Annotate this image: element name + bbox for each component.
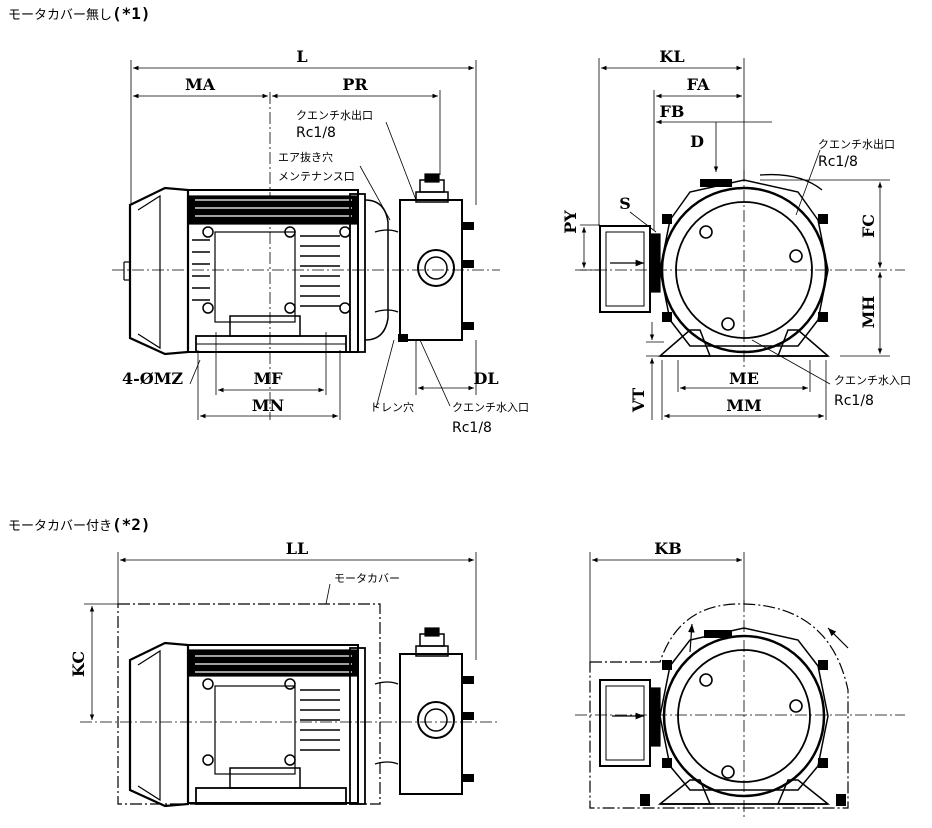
dim-mh: MH bbox=[859, 296, 878, 329]
labels-side-with-cover: LL KC モータカバー bbox=[69, 539, 400, 677]
end-view-with-cover bbox=[575, 600, 905, 820]
dims-end-with-cover bbox=[589, 552, 745, 662]
heading-without-cover: モータカバー無し(*1) bbox=[8, 4, 151, 23]
dim-ma: MA bbox=[185, 75, 216, 94]
dim-ll: LL bbox=[286, 539, 309, 558]
dim-dl: DL bbox=[473, 369, 498, 388]
dims-side-no-cover bbox=[130, 60, 477, 420]
dim-fa: FA bbox=[687, 75, 710, 94]
dim-kb: KB bbox=[654, 539, 681, 558]
note-motor-cover: モータカバー bbox=[334, 572, 400, 585]
heading-with-cover: モータカバー付き(*2) bbox=[8, 515, 151, 534]
dim-mm: MM bbox=[726, 396, 761, 415]
dim-mz: 4-ØMZ bbox=[122, 369, 183, 388]
note-maint: メンテナンス口 bbox=[278, 170, 355, 183]
note-rc-out-end: Rc1/8 bbox=[818, 154, 858, 170]
heading-with-cover-text: モータカバー付き bbox=[8, 519, 113, 534]
side-view-no-cover bbox=[112, 92, 500, 420]
note-quench-out-end: クエンチ水出口 bbox=[818, 137, 895, 151]
note-quench-out-side: クエンチ水出口 bbox=[296, 108, 373, 122]
dim-py: PY bbox=[561, 210, 580, 234]
dim-kc: KC bbox=[69, 651, 88, 677]
dim-d: D bbox=[690, 132, 704, 151]
heading-with-cover-ref: (*2) bbox=[112, 515, 151, 534]
dim-fc: FC bbox=[859, 214, 878, 238]
dims-side-with-cover bbox=[84, 552, 477, 720]
labels-end-no-cover: KL FA FB D S PY FC MH ME MM VT クエンチ水出口 R… bbox=[561, 47, 911, 415]
side-view-with-cover bbox=[80, 603, 500, 808]
dim-mn: MN bbox=[252, 396, 284, 415]
note-air-vent: エア抜き穴 bbox=[278, 150, 333, 164]
note-rc-in-end: Rc1/8 bbox=[834, 393, 874, 409]
dims-end-no-cover bbox=[580, 58, 890, 420]
note-quench-in-side: クエンチ水入口 bbox=[452, 401, 529, 414]
dim-mf: MF bbox=[253, 369, 283, 388]
heading-without-cover-ref: (*1) bbox=[112, 4, 151, 23]
dim-vt: VT bbox=[629, 388, 648, 413]
dim-s: S bbox=[619, 194, 631, 213]
note-rc-out-side: Rc1/8 bbox=[296, 125, 336, 141]
labels-side-no-cover: L MA PR MF MN DL 4-ØMZ クエンチ水出口 Rc1/8 エア抜… bbox=[122, 47, 529, 436]
note-drain: ドレン穴 bbox=[370, 400, 414, 414]
dim-l: L bbox=[296, 47, 307, 66]
dim-kl: KL bbox=[659, 47, 684, 66]
dim-me: ME bbox=[729, 369, 759, 388]
heading-without-cover-text: モータカバー無し bbox=[8, 8, 113, 23]
dim-pr: PR bbox=[342, 75, 368, 94]
labels-end-with-cover: KB bbox=[654, 539, 681, 558]
note-quench-in-end: クエンチ水入口 bbox=[834, 374, 911, 387]
dim-fb: FB bbox=[660, 102, 685, 121]
end-view-no-cover bbox=[575, 170, 905, 370]
note-rc-in-side: Rc1/8 bbox=[452, 420, 492, 436]
